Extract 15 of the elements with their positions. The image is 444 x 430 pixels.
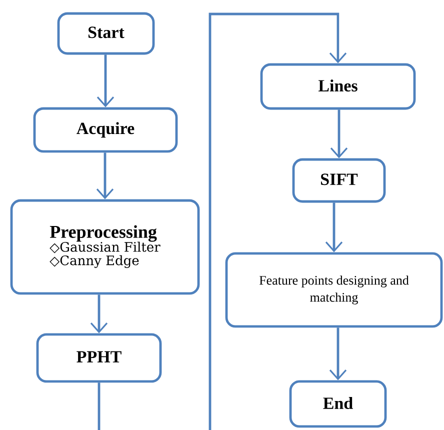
process-box: PPHT [36, 333, 162, 383]
process-box: Acquire [33, 107, 178, 153]
process-box: Preprocessing ◇Gaussian Filter ◇Canny Edge [10, 199, 200, 295]
process-box: End [289, 380, 387, 428]
process-box: Lines [260, 63, 416, 110]
arrow [329, 328, 347, 380]
arrow [96, 152, 114, 200]
arrow [98, 12, 347, 430]
process-box: Start [57, 12, 155, 55]
arrow [96, 54, 114, 108]
process-box: Feature points designing and matching [225, 252, 443, 328]
arrow [90, 294, 108, 334]
process-box: SIFT [292, 158, 386, 203]
arrow [330, 110, 348, 158]
arrow [325, 202, 343, 252]
